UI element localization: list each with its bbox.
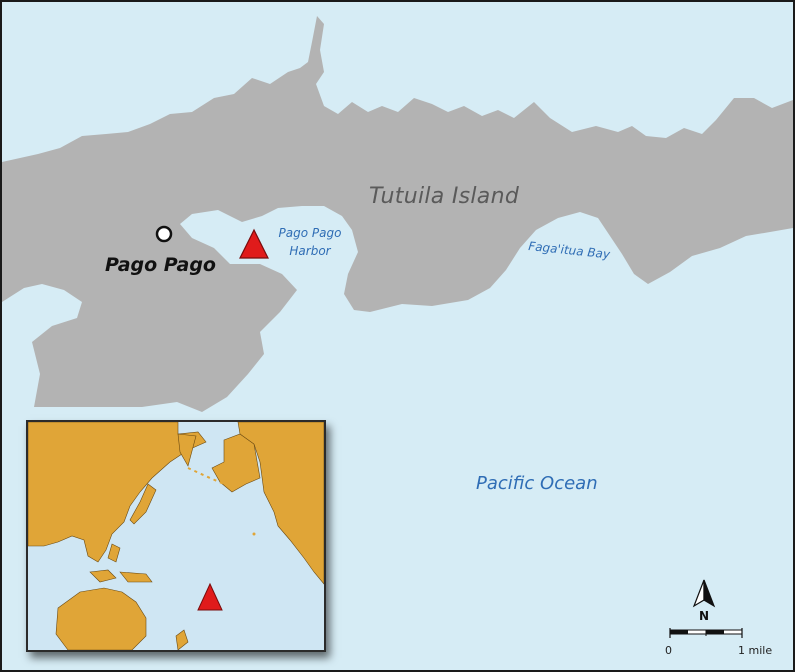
inset-newzealand-land [175, 629, 189, 650]
island-label: Tutuila Island [369, 184, 520, 209]
inset-hawaii-islands [252, 532, 256, 536]
tutuila-island-land [2, 16, 793, 412]
inset-map-svg [28, 422, 324, 650]
inset-aleutian-islands [187, 467, 225, 485]
inset-asia-land [28, 422, 207, 563]
harbor-label: Pago Pago Harbor [278, 226, 342, 258]
scale-bar [669, 628, 743, 638]
inset-north-america-land [237, 422, 324, 585]
ocean-label: Pacific Ocean [476, 473, 598, 494]
inset-map [26, 420, 326, 652]
site-triangle-icon [239, 228, 269, 259]
north-arrow-icon: N [692, 579, 716, 623]
town-circle-icon [155, 225, 173, 243]
town-label: Pago Pago [105, 254, 216, 276]
inset-seasia-islands [89, 543, 153, 583]
inset-australia-land [55, 587, 147, 650]
inset-japan-land [129, 483, 157, 525]
inset-site-triangle-icon [197, 582, 223, 611]
north-arrow-label: N [699, 609, 709, 623]
scale-zero-label: 0 [665, 644, 672, 657]
inset-kamchatka-land [177, 433, 197, 467]
scale-mile-label: 1 mile [738, 644, 773, 657]
